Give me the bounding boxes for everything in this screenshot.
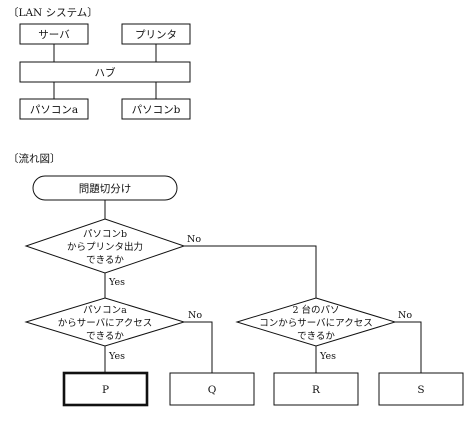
flow-d2-no bbox=[184, 321, 213, 373]
decision-3-line-1: 2 台のパソ bbox=[292, 304, 339, 316]
decision-1-line-3: できるか bbox=[86, 255, 124, 266]
decision-1-no-label: No bbox=[187, 234, 201, 245]
outcome-q-box bbox=[169, 372, 255, 406]
decision-1-line-1: パソコンb bbox=[83, 229, 127, 240]
hub-box bbox=[19, 61, 191, 83]
outcome-p-label: P bbox=[102, 384, 109, 396]
flow-d1-no bbox=[184, 245, 317, 298]
server-label: サーバ bbox=[38, 29, 70, 41]
lan-heading: 〔LAN システム〕 bbox=[8, 6, 98, 19]
decision-2-line-1: パソコンa bbox=[83, 305, 127, 316]
pc-b-label: パソコンb bbox=[132, 104, 181, 116]
decision-2-yes-label: Yes bbox=[108, 351, 125, 362]
decision-2-line-2: からサーバにアクセス bbox=[58, 318, 152, 329]
hub-label: ハブ bbox=[95, 66, 116, 79]
start-label: 問題切分け bbox=[79, 183, 132, 195]
flow-d3-no bbox=[395, 321, 422, 373]
decision-3-yes-label: Yes bbox=[319, 351, 336, 362]
pc-a-label: パソコンa bbox=[30, 104, 78, 116]
pc-a-box bbox=[19, 98, 89, 120]
outcome-p-box bbox=[62, 371, 149, 407]
decision-3-line-2: コンからサーバにアクセス bbox=[259, 318, 372, 329]
decision-2-no-label: No bbox=[188, 310, 202, 321]
outcome-s-box bbox=[378, 372, 464, 406]
decision-1-yes-label: Yes bbox=[108, 277, 125, 288]
outcome-q-label: Q bbox=[208, 384, 217, 396]
flow-heading: 〔流れ図〕 bbox=[8, 152, 61, 165]
decision-3-line-3: できるか bbox=[297, 331, 335, 342]
decision-3-no-label: No bbox=[398, 310, 412, 321]
outcome-r-label: R bbox=[312, 384, 321, 396]
printer-label: プリンタ bbox=[135, 29, 177, 41]
outcome-s-label: S bbox=[417, 384, 424, 396]
decision-2-line-3: できるか bbox=[86, 331, 124, 342]
decision-1-line-2: からプリンタ出力 bbox=[67, 241, 143, 253]
outcome-r-box bbox=[273, 372, 359, 406]
pc-b-box bbox=[121, 98, 191, 120]
